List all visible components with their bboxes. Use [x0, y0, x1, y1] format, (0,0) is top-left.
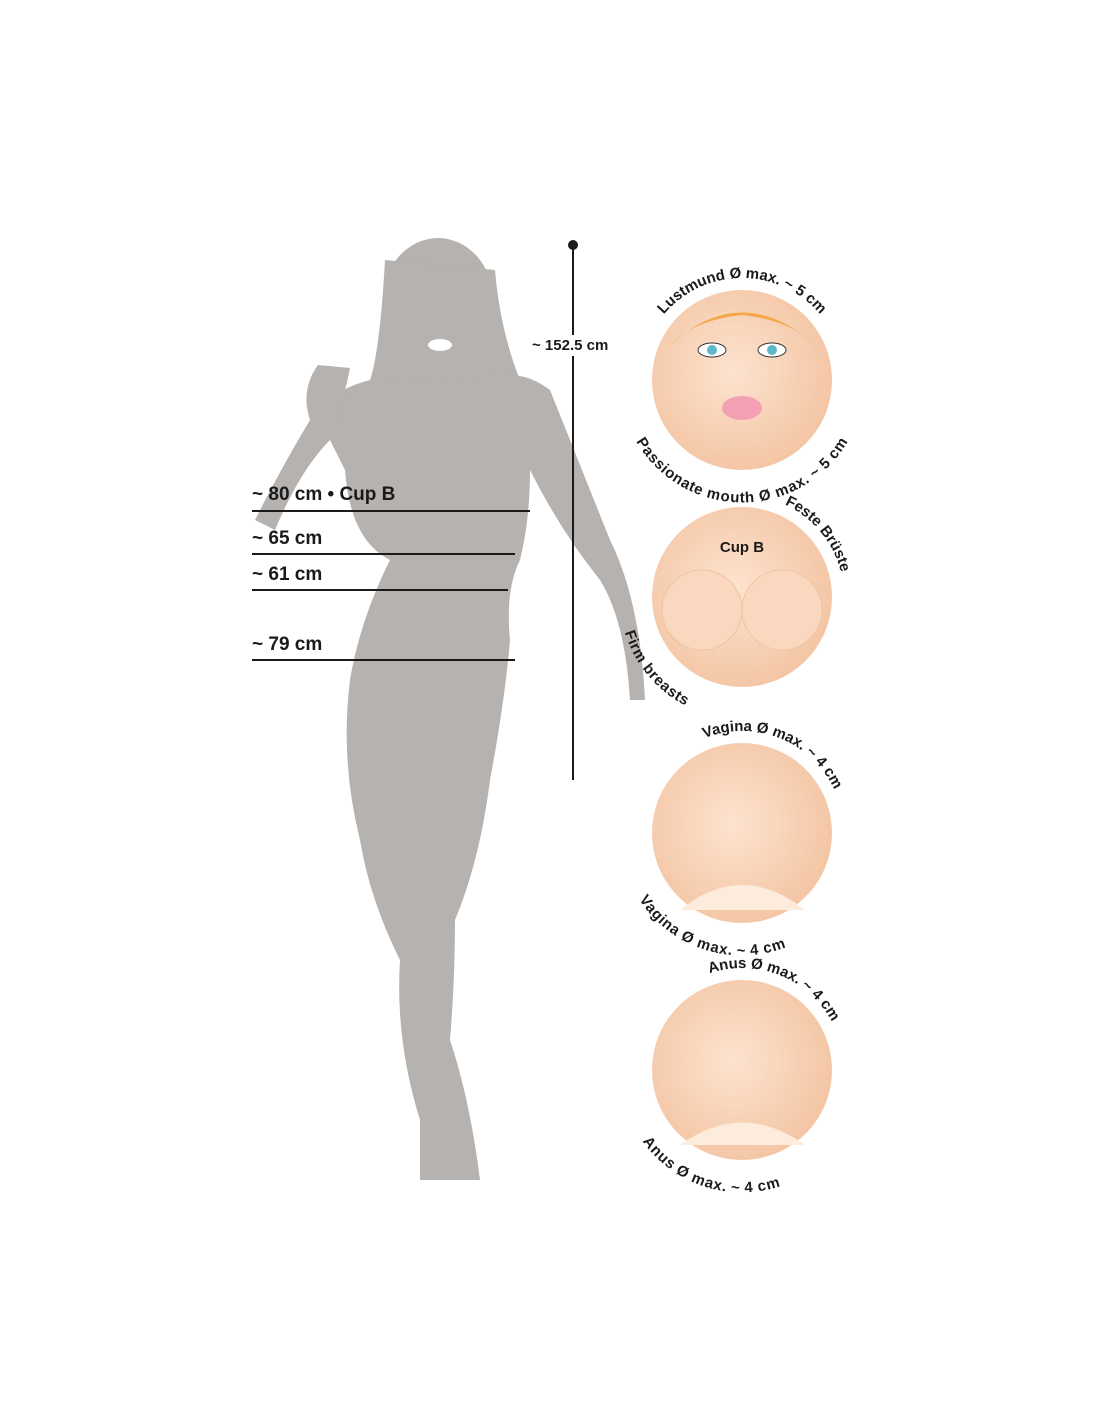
mouth-detail: Lustmund Ø max. ~ 5 cm Passionate mouth …: [633, 265, 852, 507]
height-line-top-dot: [568, 240, 578, 250]
breasts-detail: Cup B Feste Brüste Firm breasts: [621, 493, 854, 709]
waist-label: ~ 61 cm: [252, 564, 323, 585]
bust-line: [252, 510, 530, 512]
vagina-detail: Vagina Ø max. ~ 4 cm Vagina Ø max. ~ 4 c…: [636, 718, 846, 960]
cup-label: Cup B: [720, 539, 764, 556]
height-line: [572, 245, 574, 780]
hip-line: [252, 659, 515, 661]
waist-line: [252, 589, 508, 591]
anus-detail: Anus Ø max. ~ 4 cm Anus Ø max. ~ 4 cm: [639, 955, 843, 1196]
underbust-label: ~ 65 cm: [252, 528, 323, 549]
hip-label: ~ 79 cm: [252, 634, 323, 655]
bust-label: ~ 80 cm • Cup B: [252, 484, 396, 505]
underbust-line: [252, 553, 515, 555]
hair-shape: [670, 312, 815, 345]
height-label: ~ 152.5 cm: [532, 335, 609, 356]
